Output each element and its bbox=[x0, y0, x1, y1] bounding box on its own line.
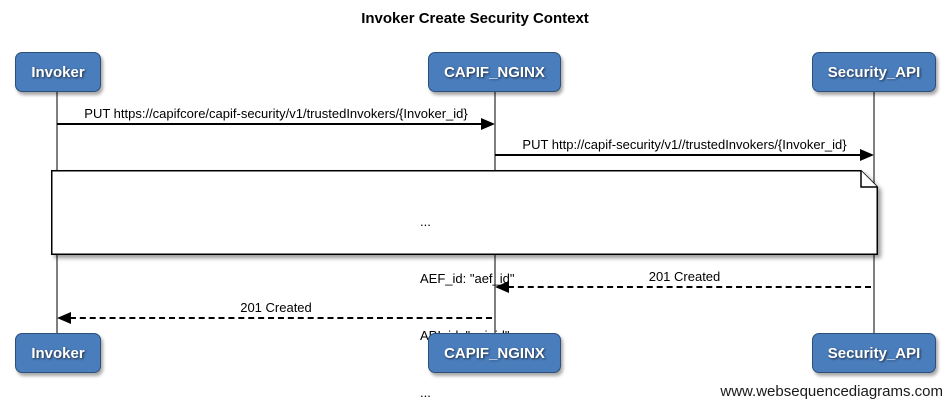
note: ... AEF_id: "aef_id" API_id: "api_id" ..… bbox=[51, 170, 878, 400]
actor-label: CAPIF_NGINX bbox=[444, 344, 545, 362]
watermark: www.websequencediagrams.com bbox=[720, 383, 943, 400]
actor-box-security-api-top: Security_API bbox=[812, 52, 936, 92]
message-label: PUT http://capif-security/v1//trustedInv… bbox=[522, 137, 847, 152]
arrowhead-left-icon bbox=[57, 312, 71, 324]
message-201-created-to-invoker: 201 Created bbox=[57, 299, 495, 325]
actor-label: Security_API bbox=[827, 63, 921, 81]
note-background bbox=[51, 170, 878, 255]
actor-box-capif-nginx-bottom: CAPIF_NGINX bbox=[428, 333, 561, 373]
actor-label: Security_API bbox=[827, 344, 921, 362]
message-201-created-to-capif: 201 Created bbox=[495, 268, 874, 294]
actor-box-invoker-top: Invoker bbox=[15, 52, 101, 92]
note-line: ... bbox=[420, 214, 431, 229]
message-line bbox=[57, 123, 492, 125]
message-label: 201 Created bbox=[648, 269, 721, 284]
message-label: 201 Created bbox=[240, 300, 312, 315]
arrowhead-left-icon bbox=[495, 281, 509, 293]
actor-label: Invoker bbox=[31, 344, 85, 362]
note-line: AEF_id: "aef_id" bbox=[420, 271, 515, 286]
arrowhead-right-icon bbox=[481, 118, 495, 130]
arrowhead-right-icon bbox=[860, 149, 874, 161]
actor-box-security-api-bottom: Security_API bbox=[812, 333, 936, 373]
message-put-security-api: PUT http://capif-security/v1//trustedInv… bbox=[495, 136, 874, 162]
message-line bbox=[495, 154, 871, 156]
actor-box-invoker-bottom: Invoker bbox=[15, 333, 101, 373]
message-put-capif-security: PUT https://capifcore/capif-security/v1/… bbox=[57, 105, 495, 131]
diagram-title: Invoker Create Security Context bbox=[361, 10, 589, 27]
message-line bbox=[498, 286, 871, 288]
message-line bbox=[60, 317, 492, 319]
message-label: PUT https://capifcore/capif-security/v1/… bbox=[84, 106, 468, 121]
actor-label: CAPIF_NGINX bbox=[444, 63, 545, 81]
actor-box-capif-nginx-top: CAPIF_NGINX bbox=[428, 52, 561, 92]
note-text: ... AEF_id: "aef_id" API_id: "api_id" ..… bbox=[420, 174, 515, 409]
note-fold-icon bbox=[860, 170, 878, 188]
actor-label: Invoker bbox=[31, 63, 85, 81]
note-line: ... bbox=[420, 385, 431, 400]
